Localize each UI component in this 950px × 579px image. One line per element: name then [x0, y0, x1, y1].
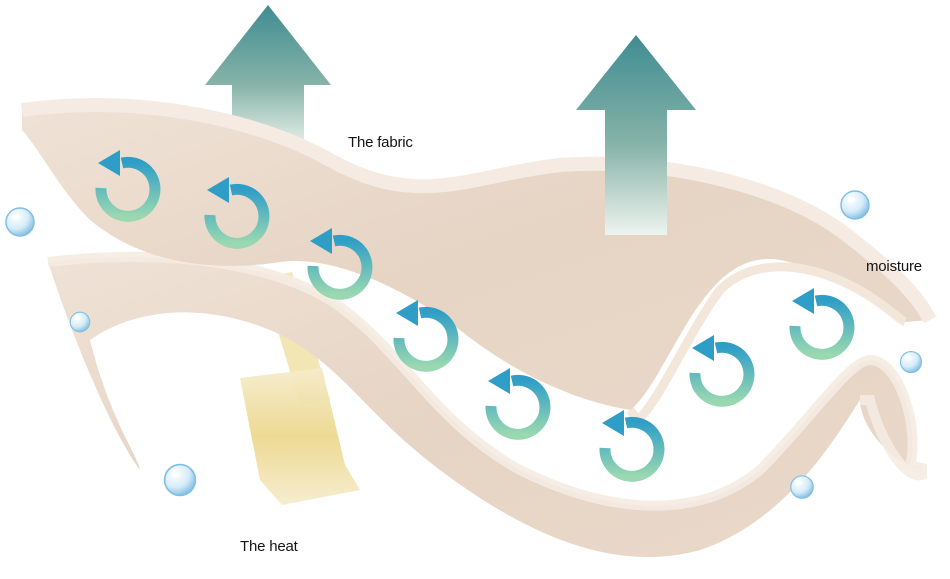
water-droplet-icon	[163, 463, 197, 497]
moisture-label: moisture	[866, 258, 922, 275]
heat-label: The heat	[240, 538, 298, 555]
fabric-label: The fabric	[348, 134, 413, 151]
circular-refresh-arrow-icon	[692, 335, 749, 401]
water-droplet-icon	[5, 207, 35, 237]
water-droplet-icon	[899, 350, 923, 374]
right-moisture-up-arrow	[576, 35, 696, 235]
bottom-fabric-layer	[47, 251, 927, 558]
top-fabric-layer	[21, 98, 937, 427]
heat-band	[240, 368, 360, 505]
water-droplet-icon	[840, 190, 870, 220]
water-droplet-icon	[69, 311, 91, 333]
water-droplet-icon	[790, 475, 814, 499]
left-moisture-up-arrow	[205, 5, 331, 150]
circular-refresh-arrow-icon	[792, 288, 849, 354]
circular-refresh-arrow-icon	[602, 410, 659, 476]
